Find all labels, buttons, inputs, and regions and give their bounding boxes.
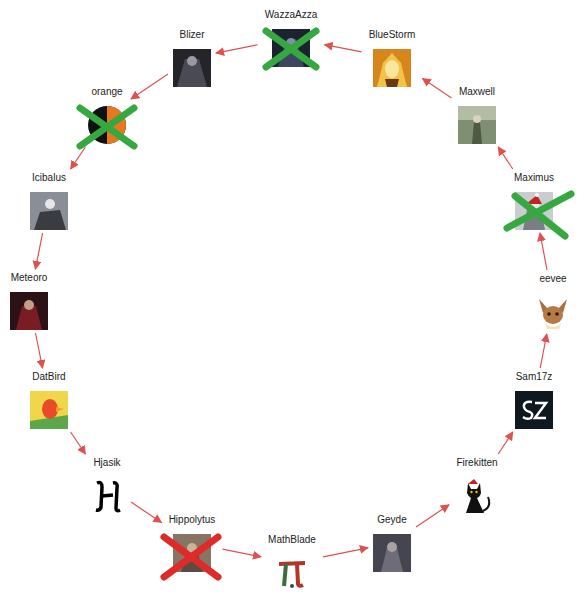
arrow-connector xyxy=(216,45,258,53)
avatar-slot xyxy=(371,534,413,572)
user-node: Meteoro xyxy=(7,272,52,330)
user-name: Hippolytus xyxy=(165,514,220,526)
arrow-connector xyxy=(71,147,86,169)
arrow-connector xyxy=(223,549,262,557)
user-name: Firekitten xyxy=(452,457,502,469)
avatar-slot xyxy=(512,391,557,429)
arrow-connector xyxy=(131,74,168,99)
avatar-picture xyxy=(30,391,68,429)
avatar-slot xyxy=(365,49,420,87)
avatar-slot xyxy=(532,293,574,331)
user-name: orange xyxy=(86,86,128,98)
user-name: Blizer xyxy=(171,29,213,41)
user-node: Blizer xyxy=(171,29,213,87)
user-node: MathBlade xyxy=(264,534,320,592)
user-node: Sam17z xyxy=(512,371,557,429)
avatar-slot xyxy=(510,192,559,230)
user-name: Maxwell xyxy=(455,86,500,98)
avatar-picture xyxy=(534,293,572,331)
arrow-connector xyxy=(35,333,42,368)
user-node: Geyde xyxy=(371,514,413,572)
user-node: Maxwell xyxy=(455,86,500,144)
user-name: eevee xyxy=(532,273,574,285)
user-name: WazzaAzza xyxy=(261,9,322,21)
avatar-picture xyxy=(458,106,496,144)
avatar-slot xyxy=(452,477,502,515)
arrow-connector xyxy=(35,233,42,269)
arrow-connector xyxy=(323,548,368,557)
avatar-slot xyxy=(264,554,320,592)
avatar-picture xyxy=(373,534,411,572)
avatar-slot xyxy=(28,391,70,429)
avatar-slot xyxy=(86,477,128,515)
user-node: eevee xyxy=(532,273,574,331)
user-name: Geyde xyxy=(371,514,413,526)
arrow-connector xyxy=(540,233,547,270)
arrow-connector xyxy=(540,334,547,368)
user-node: Hippolytus xyxy=(165,514,220,572)
user-name: DatBird xyxy=(28,371,70,383)
avatar-picture xyxy=(515,391,553,429)
arrow-connector xyxy=(71,432,86,454)
user-node: Firekitten xyxy=(452,457,502,515)
avatar-slot xyxy=(171,49,213,87)
avatar-slot xyxy=(261,29,322,67)
user-node: Hjasik xyxy=(86,457,128,515)
user-node: Icibalus xyxy=(28,172,70,230)
avatar-slot xyxy=(86,106,128,144)
arrow-connector xyxy=(423,78,452,97)
user-node: BlueStorm xyxy=(365,29,420,87)
user-node: WazzaAzza xyxy=(261,9,322,67)
arrow-connector xyxy=(131,502,162,522)
avatar-picture xyxy=(273,554,311,592)
avatar-slot xyxy=(28,192,70,230)
avatar-slot xyxy=(165,534,220,572)
user-node: orange xyxy=(86,86,128,144)
avatar-slot xyxy=(455,106,500,144)
user-name: Sam17z xyxy=(512,371,557,383)
arrow-connector xyxy=(498,432,513,454)
avatar-slot xyxy=(7,292,52,330)
user-name: Hjasik xyxy=(86,457,128,469)
avatar-picture xyxy=(373,49,411,87)
avatar-picture xyxy=(458,477,496,515)
avatar-picture xyxy=(30,192,68,230)
user-node: Maximus xyxy=(510,172,559,230)
user-name: Maximus xyxy=(510,172,559,184)
avatar-picture xyxy=(10,292,48,330)
avatar-picture xyxy=(88,477,126,515)
user-name: BlueStorm xyxy=(365,29,420,41)
avatar-picture xyxy=(173,49,211,87)
arrow-connector xyxy=(498,147,513,169)
user-name: Icibalus xyxy=(28,172,70,184)
cross-mark xyxy=(80,31,571,577)
user-name: Meteoro xyxy=(7,272,52,284)
arrow-connector xyxy=(416,505,449,527)
arrow-connector xyxy=(325,45,362,52)
user-node: DatBird xyxy=(28,371,70,429)
user-name: MathBlade xyxy=(264,534,320,546)
